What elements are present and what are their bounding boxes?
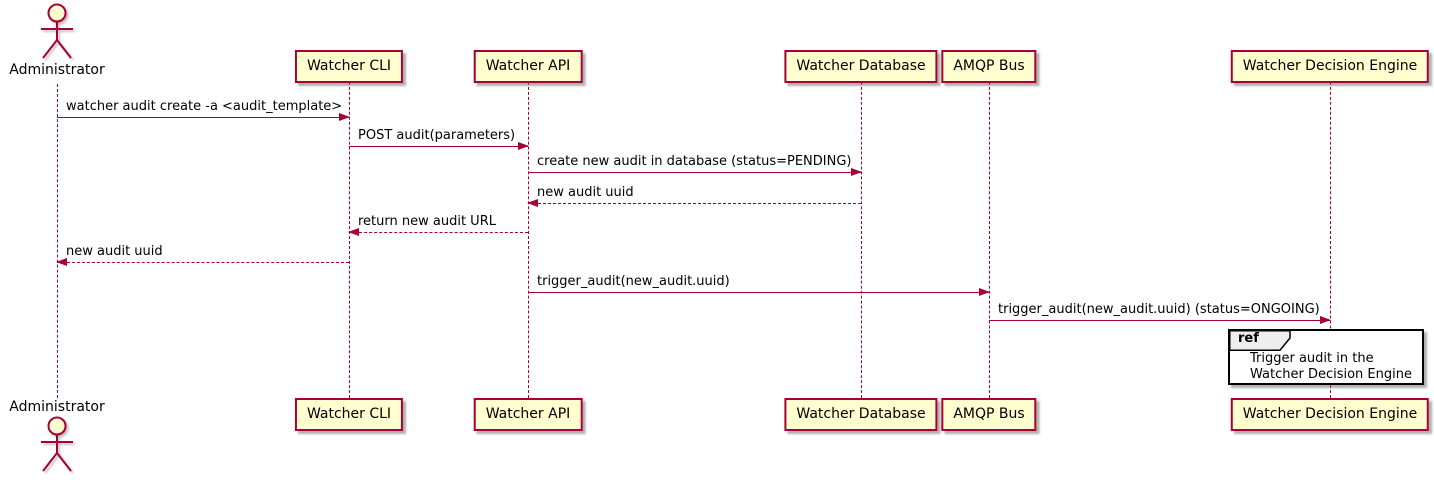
participant-box-watcher-database-bottom: Watcher Database bbox=[784, 398, 938, 431]
message-line bbox=[57, 262, 349, 263]
actor-stick-figure-icon bbox=[41, 3, 73, 59]
actor-administrator-bottom bbox=[36, 416, 78, 474]
message-line bbox=[528, 172, 861, 173]
message-label: trigger_audit(new_audit.uuid) (status=ON… bbox=[998, 302, 1320, 317]
ref-line-1: Trigger audit in the bbox=[1250, 351, 1374, 366]
participant-box-watcher-cli-bottom: Watcher CLI bbox=[294, 398, 404, 431]
participant-box-watcher-api-bottom: Watcher API bbox=[473, 398, 583, 431]
ref-fragment: ref Trigger audit in the Watcher Decisio… bbox=[1228, 329, 1424, 385]
lifeline-watcher-api bbox=[528, 82, 529, 398]
participant-box-amqp-bus-top: AMQP Bus bbox=[941, 50, 1037, 83]
ref-tab: ref bbox=[1229, 330, 1291, 351]
message-label: watcher audit create -a <audit_template> bbox=[66, 99, 343, 114]
actor-label-administrator-bottom: Administrator bbox=[9, 399, 105, 415]
arrowhead-right-icon bbox=[339, 112, 350, 121]
arrowhead-left-icon bbox=[56, 257, 67, 266]
arrowhead-left-icon bbox=[527, 198, 538, 207]
message-label: trigger_audit(new_audit.uuid) bbox=[537, 274, 730, 289]
message-line bbox=[528, 292, 989, 293]
participant-box-watcher-api-top: Watcher API bbox=[473, 50, 583, 83]
participant-box-amqp-bus-bottom: AMQP Bus bbox=[941, 398, 1037, 431]
message-label: new audit uuid bbox=[537, 185, 634, 200]
message-label: create new audit in database (status=PEN… bbox=[537, 154, 852, 169]
ref-body: Trigger audit in the Watcher Decision En… bbox=[1250, 351, 1412, 383]
message-label: new audit uuid bbox=[66, 244, 163, 259]
arrowhead-right-icon bbox=[979, 287, 990, 296]
lifeline-watcher-cli bbox=[349, 82, 350, 398]
message-label: POST audit(parameters) bbox=[358, 128, 516, 143]
message-line bbox=[349, 232, 528, 233]
participant-box-watcher-decision-engine-bottom: Watcher Decision Engine bbox=[1230, 398, 1430, 431]
participant-box-watcher-decision-engine-top: Watcher Decision Engine bbox=[1230, 50, 1430, 83]
actor-stick-figure-icon bbox=[41, 416, 73, 472]
participant-box-watcher-database-top: Watcher Database bbox=[784, 50, 938, 83]
ref-keyword: ref bbox=[1238, 331, 1259, 346]
message-line bbox=[528, 203, 861, 204]
arrowhead-right-icon bbox=[518, 141, 529, 150]
message-line bbox=[57, 117, 349, 118]
ref-pentagon-icon bbox=[1229, 330, 1291, 351]
participant-box-watcher-cli-top: Watcher CLI bbox=[294, 50, 404, 83]
lifeline-watcher-database bbox=[861, 82, 862, 398]
message-line bbox=[989, 320, 1330, 321]
lifeline-watcher-decision-engine bbox=[1330, 82, 1331, 398]
lifeline-administrator bbox=[57, 84, 58, 398]
ref-line-2: Watcher Decision Engine bbox=[1250, 367, 1412, 382]
arrowhead-right-icon bbox=[1320, 315, 1331, 324]
message-line bbox=[349, 146, 528, 147]
message-label: return new audit URL bbox=[358, 214, 496, 229]
actor-administrator-top bbox=[36, 3, 78, 61]
actor-label-administrator-top: Administrator bbox=[9, 62, 105, 78]
arrowhead-left-icon bbox=[348, 227, 359, 236]
lifeline-amqp-bus bbox=[989, 82, 990, 398]
arrowhead-right-icon bbox=[851, 167, 862, 176]
